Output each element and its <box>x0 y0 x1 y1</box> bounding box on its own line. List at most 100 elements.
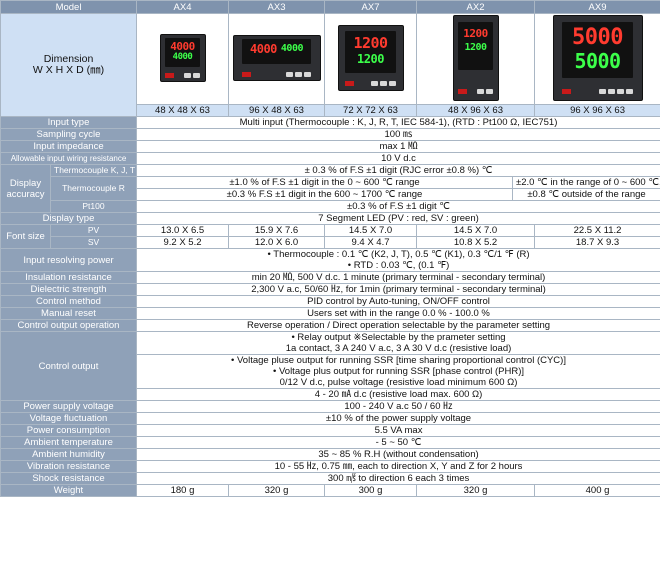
manual-reset-value: Users set with in the range 0.0 % - 100.… <box>135 307 660 320</box>
manual-reset-row: Manual reset Users set with in the range… <box>0 307 660 320</box>
insulation-value: min 20 ㏁, 500 V d.c. 1 minute (primary t… <box>135 271 660 284</box>
ax4-keypad <box>184 72 201 78</box>
font-size-pv-label: PV <box>50 224 137 237</box>
ax3-image-cell: 4000 4000 <box>228 13 325 105</box>
dimension-label-line1: Dimension <box>43 53 94 65</box>
ax3-sv-font: 12.0 X 6.0 <box>228 236 325 249</box>
sampling-cycle-label: Sampling cycle <box>0 128 137 141</box>
power-supply-value: 100 - 240 V a.c 50 / 60 ㎐ <box>135 400 660 413</box>
ax7-weight: 300 g <box>324 484 417 497</box>
model-header-row: Model AX4 AX3 AX7 AX2 AX9 <box>0 0 660 14</box>
thermocouple-r-range-high: ±0.3 % F.S ±1 digit in the 600 ~ 1700 ℃ … <box>136 188 513 201</box>
relay-contact-line: 1a contact, 3 A 240 V a.c, 3 A 30 V d.c … <box>285 343 512 354</box>
shock-value: 300 ㎨ to direction 6 each 3 times <box>135 472 660 485</box>
ax9-controller-image: 5000 5000 <box>552 14 643 101</box>
ambient-humidity-label: Ambient humidity <box>0 448 137 461</box>
ax2-image-cell: 1200 1200 <box>415 13 536 105</box>
ax2-weight: 320 g <box>415 484 536 497</box>
ax7-size: 72 X 72 X 63 <box>324 104 417 117</box>
power-consumption-label: Power consumption <box>0 424 137 437</box>
ax7-pv-readout: 1200 <box>353 33 388 52</box>
power-consumption-value: 5.5 VA max <box>135 424 660 437</box>
ax3-keypad <box>285 71 311 77</box>
input-impedance-label: Input impedance <box>0 140 137 153</box>
ax9-keypad <box>598 89 633 95</box>
voltage-fluctuation-label: Voltage fluctuation <box>0 412 137 425</box>
ambient-humidity-row: Ambient humidity 35 ~ 85 % R.H (without … <box>0 448 660 461</box>
ax2-pv-font: 14.5 X 7.0 <box>415 224 536 237</box>
ax4-size: 48 X 48 X 63 <box>136 104 229 117</box>
dimension-image-row: Dimension W X H X D (㎜) 4000 4000 4000 4… <box>0 13 660 117</box>
dielectric-row: Dielectric strength 2,300 V a.c, 50/60 ㎐… <box>0 283 660 296</box>
model-label: Model <box>0 0 137 14</box>
ax9-size: 96 X 96 X 63 <box>534 104 660 117</box>
ax3-pv-readout: 4000 <box>250 42 277 57</box>
input-impedance-value: max 1 ㏁ <box>135 140 660 153</box>
input-type-value: Multi input (Thermocouple : K, J, R, T, … <box>135 116 660 129</box>
thermocouple-r-label: Thermocouple R <box>50 176 137 201</box>
ax2-keypad <box>477 89 494 95</box>
relay-output-line: • Relay output ※Selectable by the pramet… <box>291 332 506 344</box>
ax2-display-panel: 1200 1200 <box>457 22 494 70</box>
ambient-temperature-row: Ambient temperature - 5 ~ 50 ℃ <box>0 436 660 449</box>
display-type-value: 7 Segment LED (PV : red, SV : green) <box>135 212 660 225</box>
dimension-label: Dimension W X H X D (㎜) <box>0 13 137 117</box>
font-size-label: Font size <box>0 224 51 249</box>
model-ax2: AX2 <box>415 0 536 14</box>
shock-label: Shock resistance <box>0 472 137 485</box>
ax9-brand-logo <box>562 89 572 95</box>
sampling-cycle-row: Sampling cycle 100 ㎳ <box>0 128 660 141</box>
model-ax9: AX9 <box>534 0 660 14</box>
resolving-power-rtd: • RTD : 0.03 ℃, (0.1 ℉) <box>347 260 450 271</box>
ax4-display-panel: 4000 4000 <box>164 38 201 67</box>
resolving-power-value: • Thermocouple : 0.1 ℃ (K2, J, T), 0.5 ℃… <box>135 248 660 272</box>
display-type-label: Display type <box>0 212 137 225</box>
vibration-label: Vibration resistance <box>0 460 137 473</box>
display-accuracy-row-kjt: Display accuracy Thermocouple K, J, T ± … <box>0 164 660 213</box>
pt100-value: ±0.3 % of F.S ±1 digit ℃ <box>135 200 660 213</box>
ax2-sv-font: 10.8 X 5.2 <box>415 236 536 249</box>
ax9-sv-readout: 5000 <box>574 49 621 74</box>
sampling-cycle-value: 100 ㎳ <box>135 128 660 141</box>
control-output-operation-row: Control output operation Reverse operati… <box>0 319 660 332</box>
ax4-sv-readout: 4000 <box>172 52 193 63</box>
weight-label: Weight <box>0 484 137 497</box>
vibration-row: Vibration resistance 10 - 55 ㎐, 0.75 ㎜, … <box>0 460 660 473</box>
ax3-weight: 320 g <box>228 484 325 497</box>
thermocouple-kjt-label: Thermocouple K, J, T <box>50 164 137 177</box>
display-accuracy-label-line1: Display <box>9 177 42 189</box>
ax7-sv-readout: 1200 <box>357 51 384 66</box>
insulation-row: Insulation resistance min 20 ㏁, 500 V d.… <box>0 271 660 284</box>
ax7-brand-logo <box>344 80 354 86</box>
ax4-pv-readout: 4000 <box>170 40 195 54</box>
ax3-size: 96 X 48 X 63 <box>228 104 325 117</box>
ax9-pv-font: 22.5 X 11.2 <box>534 224 660 237</box>
font-size-sv-label: SV <box>50 236 137 249</box>
ambient-temperature-value: - 5 ~ 50 ℃ <box>135 436 660 449</box>
control-output-relay: • Relay output ※Selectable by the pramet… <box>135 331 660 355</box>
thermocouple-kjt-value: ± 0.3 % of F.S ±1 digit (RJC error ±0.8 … <box>135 164 660 177</box>
thermocouple-r-note-low: ±2.0 ℃ in the range of 0 ~ 600 ℃, <box>511 176 660 189</box>
display-accuracy-row-pt100: Pt100 ±0.3 % of F.S ±1 digit ℃ <box>1 200 660 213</box>
display-accuracy-row-r1: Thermocouple R ±1.0 % of F.S ±1 digit in… <box>1 176 660 201</box>
display-accuracy-label-line2: accuracy <box>6 188 45 200</box>
wiring-resistance-row: Allowable input wiring resistance 10 V d… <box>0 152 660 165</box>
thermocouple-r-range-low: ±1.0 % of F.S ±1 digit in the 0 ~ 600 ℃ … <box>136 176 513 189</box>
resolving-power-thermocouple: • Thermocouple : 0.1 ℃ (K2, J, T), 0.5 ℃… <box>267 249 530 261</box>
ambient-humidity-value: 35 ~ 85 % R.H (without condensation) <box>135 448 660 461</box>
dielectric-value: 2,300 V a.c, 50/60 ㎐, for 1min (primary … <box>135 283 660 296</box>
input-type-row: Input type Multi input (Thermocouple : K… <box>0 116 660 129</box>
manual-reset-label: Manual reset <box>0 307 137 320</box>
font-size-pv-row: Font size PV 13.0 X 6.5 15.9 X 7.6 14.5 … <box>0 224 660 249</box>
weight-row: Weight 180 g 320 g 300 g 320 g 400 g <box>0 484 660 497</box>
dielectric-label: Dielectric strength <box>0 283 137 296</box>
ax4-weight: 180 g <box>136 484 229 497</box>
control-method-row: Control method PID control by Auto-tunin… <box>0 295 660 308</box>
ax2-size: 48 X 96 X 63 <box>415 104 536 117</box>
ax2-controller-image: 1200 1200 <box>452 14 499 101</box>
control-output-operation-label: Control output operation <box>0 319 137 332</box>
model-ax4: AX4 <box>136 0 229 14</box>
ax4-sv-font: 9.2 X 5.2 <box>136 236 229 249</box>
display-accuracy-label: Display accuracy <box>0 164 51 213</box>
power-consumption-row: Power consumption 5.5 VA max <box>0 424 660 437</box>
